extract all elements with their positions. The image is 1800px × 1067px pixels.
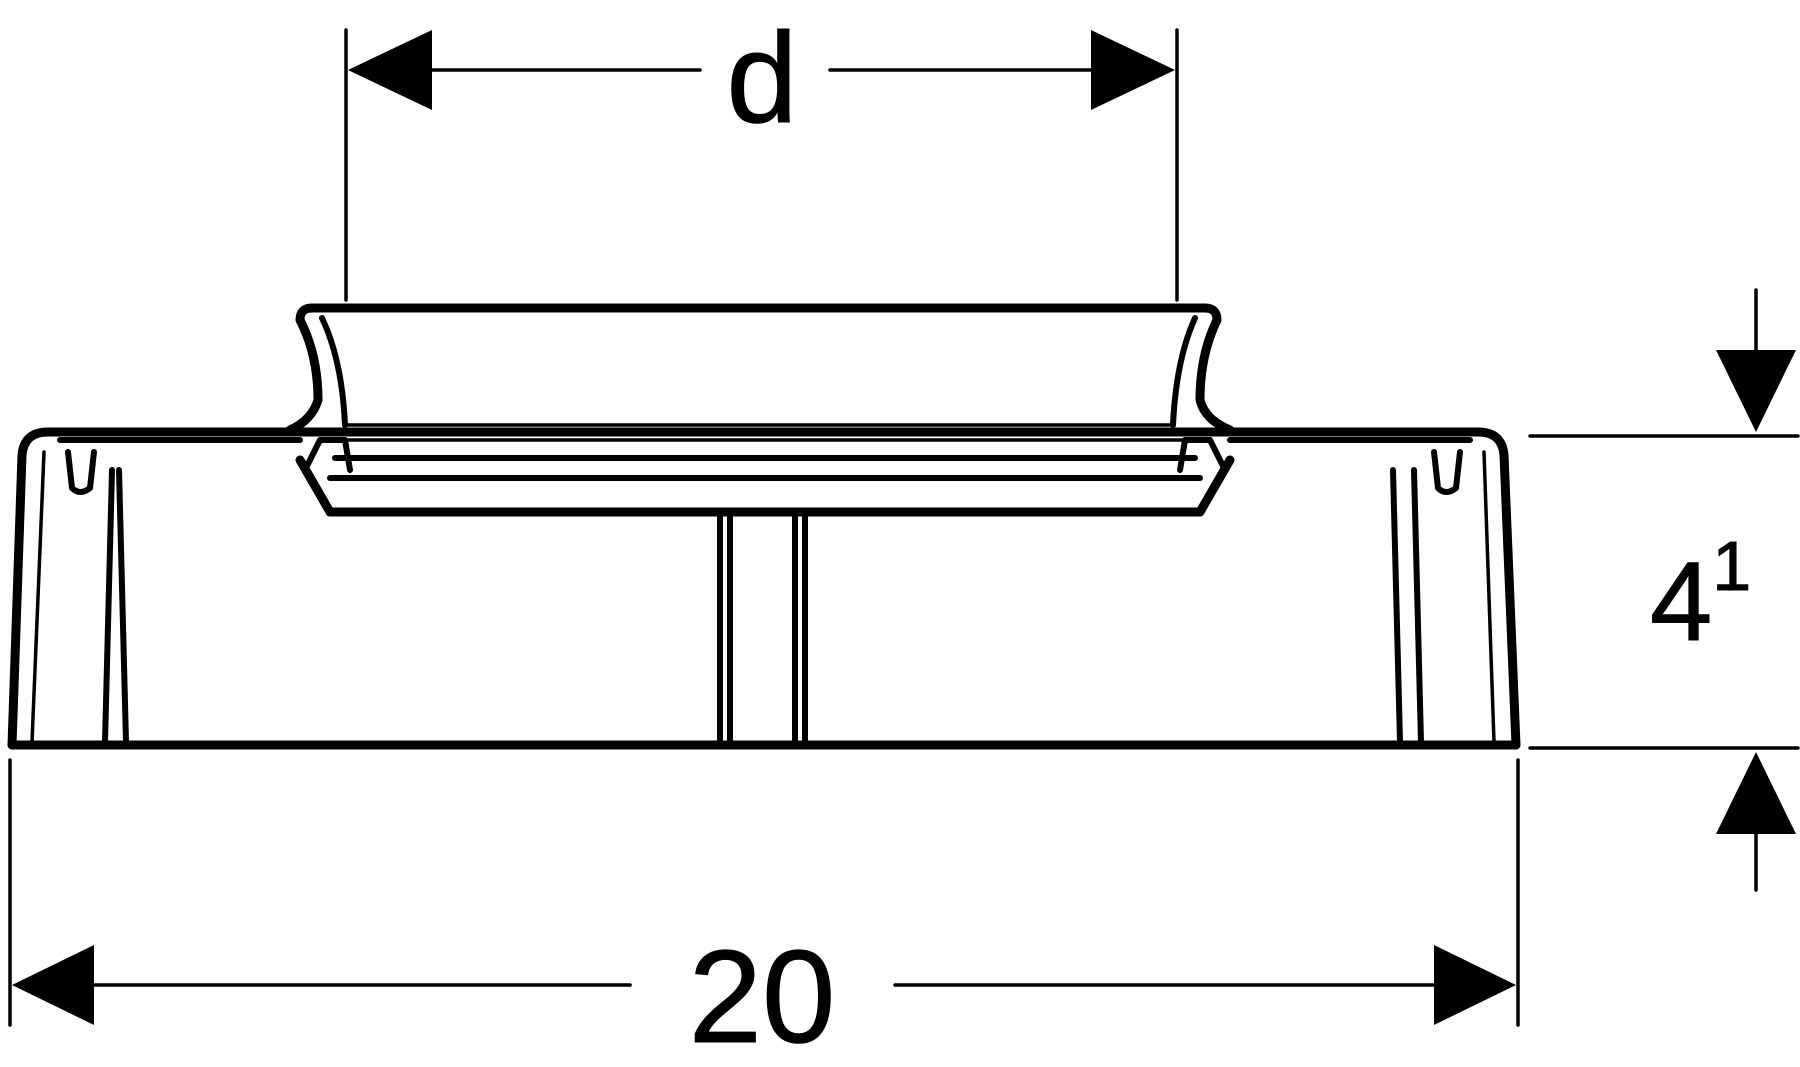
width-arrow-left — [12, 945, 94, 1025]
base-left-clip — [65, 449, 97, 495]
collar-plate — [295, 455, 1235, 517]
base-left-wall-inner — [30, 450, 46, 744]
part-outline — [7, 303, 1521, 750]
base-right-clip — [1431, 449, 1463, 495]
base-outer-outline — [7, 427, 1521, 750]
d-arrow-right — [1091, 30, 1175, 110]
central-stem — [717, 509, 808, 745]
height-arrow-bottom — [1716, 752, 1796, 834]
width-label: 20 — [689, 923, 836, 1067]
height-label: 41 — [1650, 527, 1751, 664]
d-arrow-left — [348, 30, 432, 110]
base-right-post — [1390, 467, 1424, 745]
height-label-main: 4 — [1650, 539, 1712, 664]
dimension-lines: d 20 41 — [8, 7, 1800, 1067]
width-arrow-right — [1434, 945, 1516, 1025]
height-label-superscript: 1 — [1712, 527, 1751, 605]
socket-inner-right — [1170, 315, 1198, 428]
diameter-label: d — [726, 7, 797, 150]
socket-inner-left — [319, 315, 348, 428]
socket-body — [285, 303, 1235, 435]
base-right-wall-inner — [1482, 450, 1496, 744]
height-arrow-top — [1716, 350, 1796, 432]
base-left-post — [102, 467, 129, 745]
